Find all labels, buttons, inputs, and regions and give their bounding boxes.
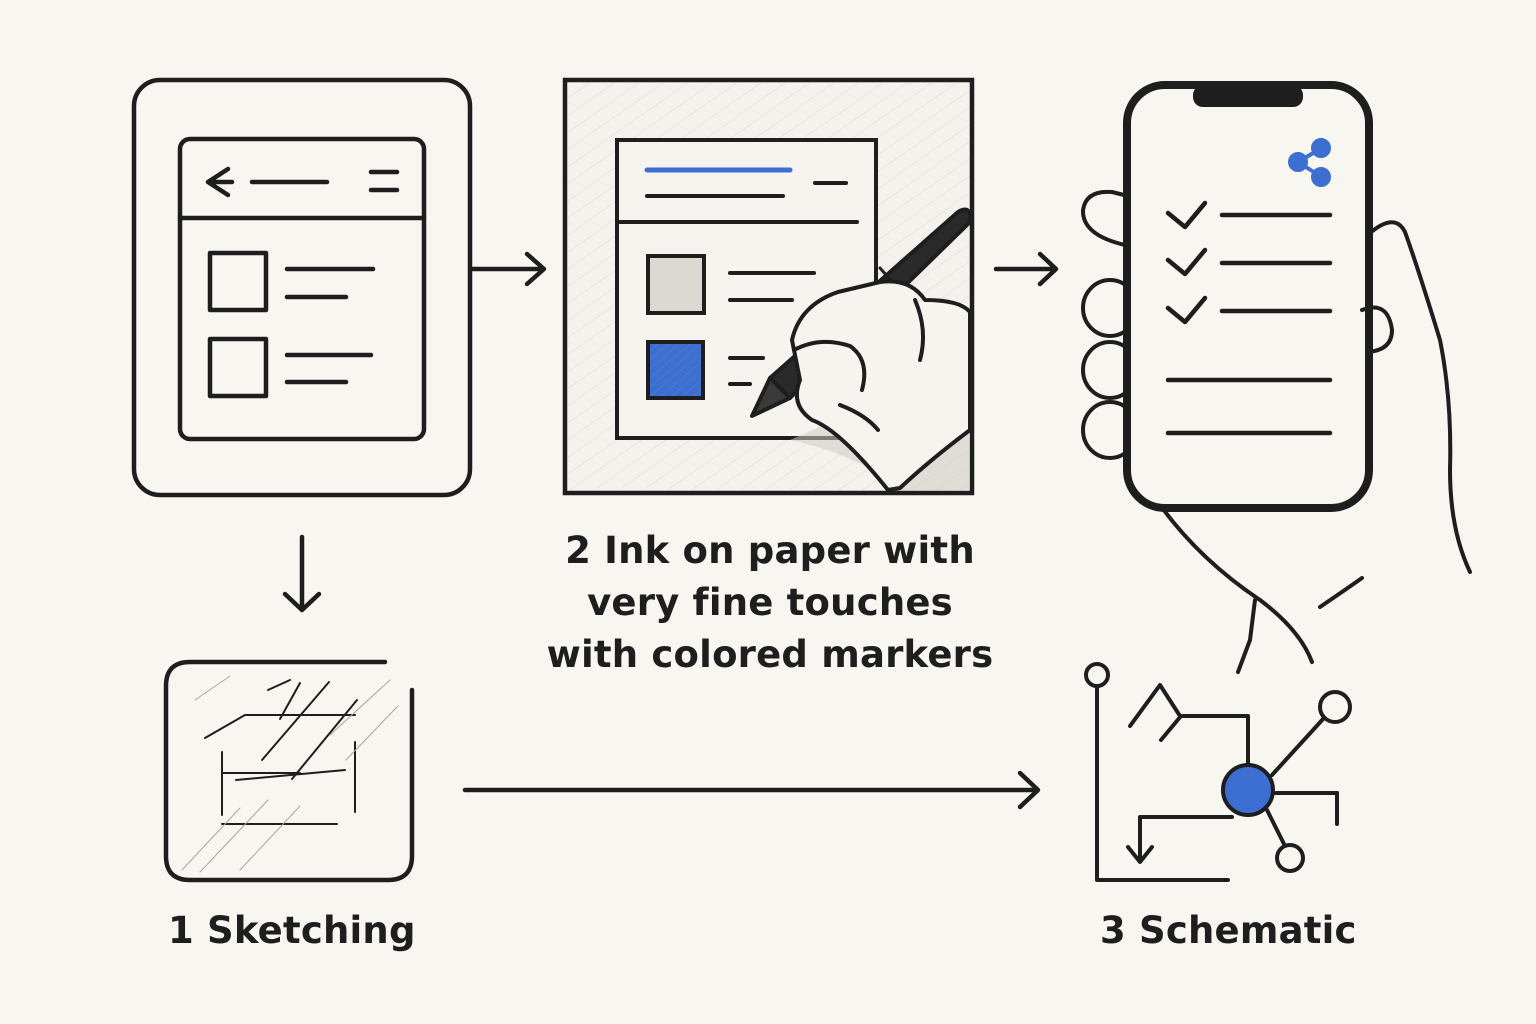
step-2-caption-line-2: very fine touches [587, 581, 953, 624]
arrow-right-icon [470, 251, 547, 287]
arrow-down-icon [282, 534, 322, 613]
step-2-caption: 2 Ink on paper with very fine touches wi… [540, 525, 1000, 681]
ink-paper-with-pen-icon [562, 77, 975, 496]
step-3-caption: 3 Schematic [1100, 909, 1357, 952]
step-2-caption-line-3: with colored markers [546, 633, 994, 676]
arrow-right-icon [993, 251, 1059, 287]
arrow-right-icon [462, 770, 1041, 810]
step-2-caption-line-1: 2 Ink on paper with [565, 529, 975, 572]
schematic-network-icon [1084, 662, 1352, 882]
step-1-caption: 1 Sketching [168, 909, 416, 952]
sketch-paper-icon [163, 659, 415, 883]
wireframe-screen-icon [131, 77, 473, 498]
share-icon [1288, 138, 1331, 187]
phone-in-hand-icon [1080, 81, 1472, 674]
